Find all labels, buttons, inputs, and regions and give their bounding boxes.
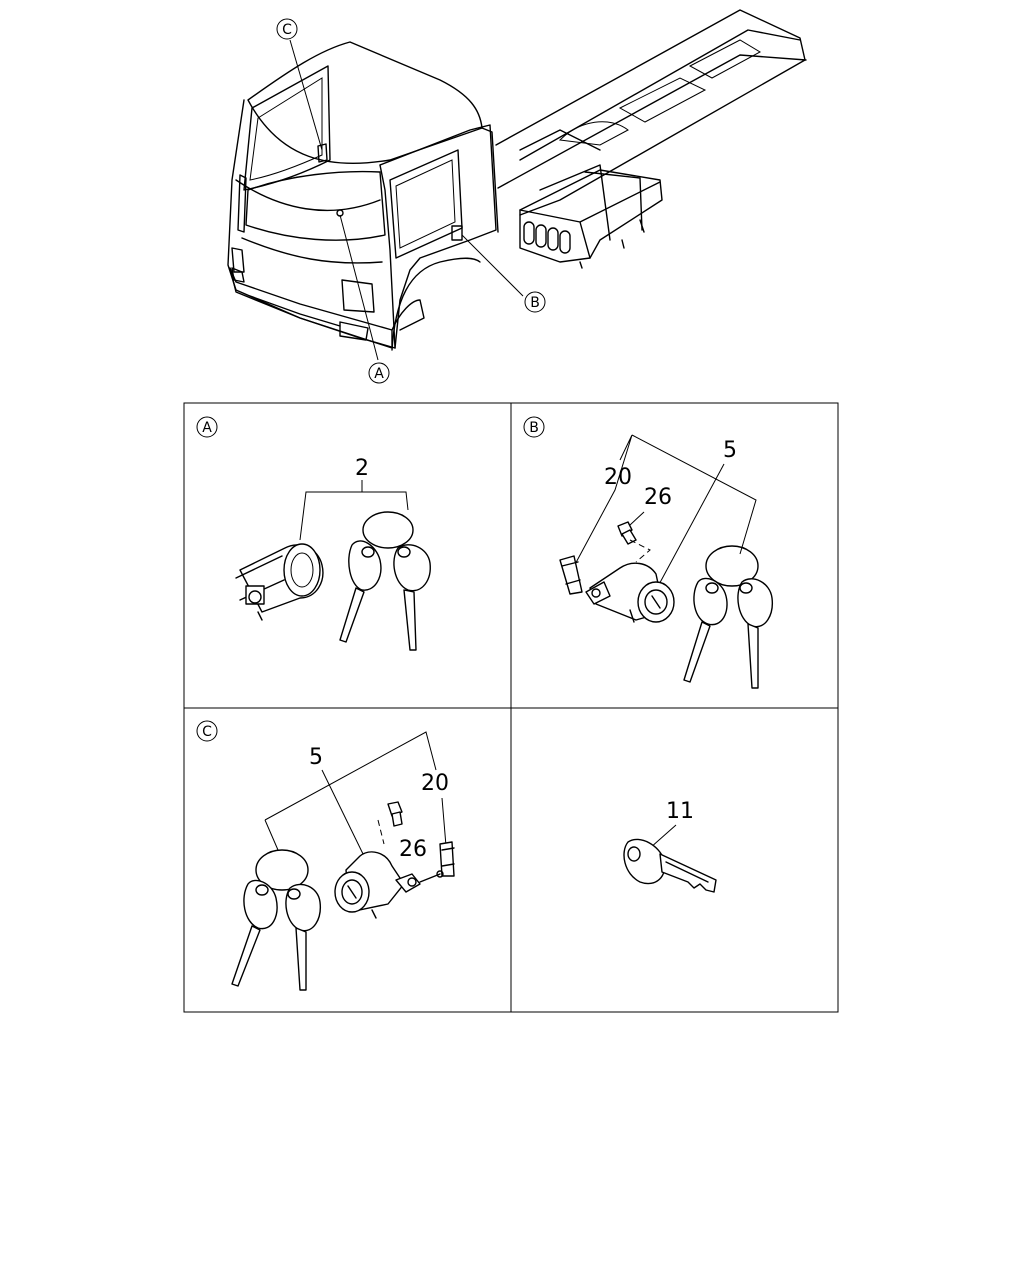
key-a-1 [339,540,382,643]
key-ring-a [362,511,414,549]
panel-b-label: B [523,416,545,438]
key-c-1 [231,879,278,987]
bolt-26-c [377,801,403,881]
part-number-20: 20 [421,771,449,796]
svg-text:B: B [530,295,540,311]
overview-callout-a: A [368,362,390,384]
part-number-20: 20 [604,465,632,490]
leader-5-c [321,769,365,857]
part-number-26: 26 [644,485,672,510]
part-number-11: 11 [666,799,694,824]
lock-cylinder-c [334,851,444,919]
svg-text:B: B [529,420,539,436]
panel-c-label: C [196,720,218,742]
bracket-2 [299,480,409,541]
svg-text:A: A [202,420,212,436]
part-number-5: 5 [723,438,737,463]
part-number-5: 5 [309,745,323,770]
svg-text:A: A [374,366,384,382]
key-a-2 [393,544,431,651]
blank-key-11 [623,838,717,893]
key-c-2 [285,883,321,991]
bracket-20-c [264,731,447,851]
leader-26-b [629,511,645,526]
key-ring-c [255,849,309,891]
panel-d: 11 [623,799,717,893]
key-b-2 [737,578,773,689]
leader-line-a [339,214,379,361]
bolt-26-b [617,521,651,563]
panel-a-label: A [196,416,218,438]
part-number-2: 2 [355,456,369,481]
detail-grid [183,402,839,1013]
key-ring-b [705,545,759,587]
svg-text:C: C [202,724,212,740]
overview-callout-b: B [524,291,546,313]
clip-20-b [559,555,583,595]
clip-20-c [439,841,455,877]
key-b-1 [683,577,728,683]
lock-cylinder-a [235,543,324,621]
panel-a: A 2 [196,416,431,651]
leader-line-b [461,234,524,297]
part-number-26: 26 [399,837,427,862]
leader-5-b [655,463,725,591]
leader-11 [649,824,677,849]
svg-text:C: C [282,22,292,38]
leader-line-c [289,39,323,151]
panel-c: C 5 20 26 [196,720,455,991]
truck-illustration [227,9,807,351]
bracket-20-b [571,434,757,571]
overview-callout-c: C [276,18,298,40]
lock-cylinder-b [585,562,675,623]
panel-b: B 20 26 5 [523,416,773,689]
